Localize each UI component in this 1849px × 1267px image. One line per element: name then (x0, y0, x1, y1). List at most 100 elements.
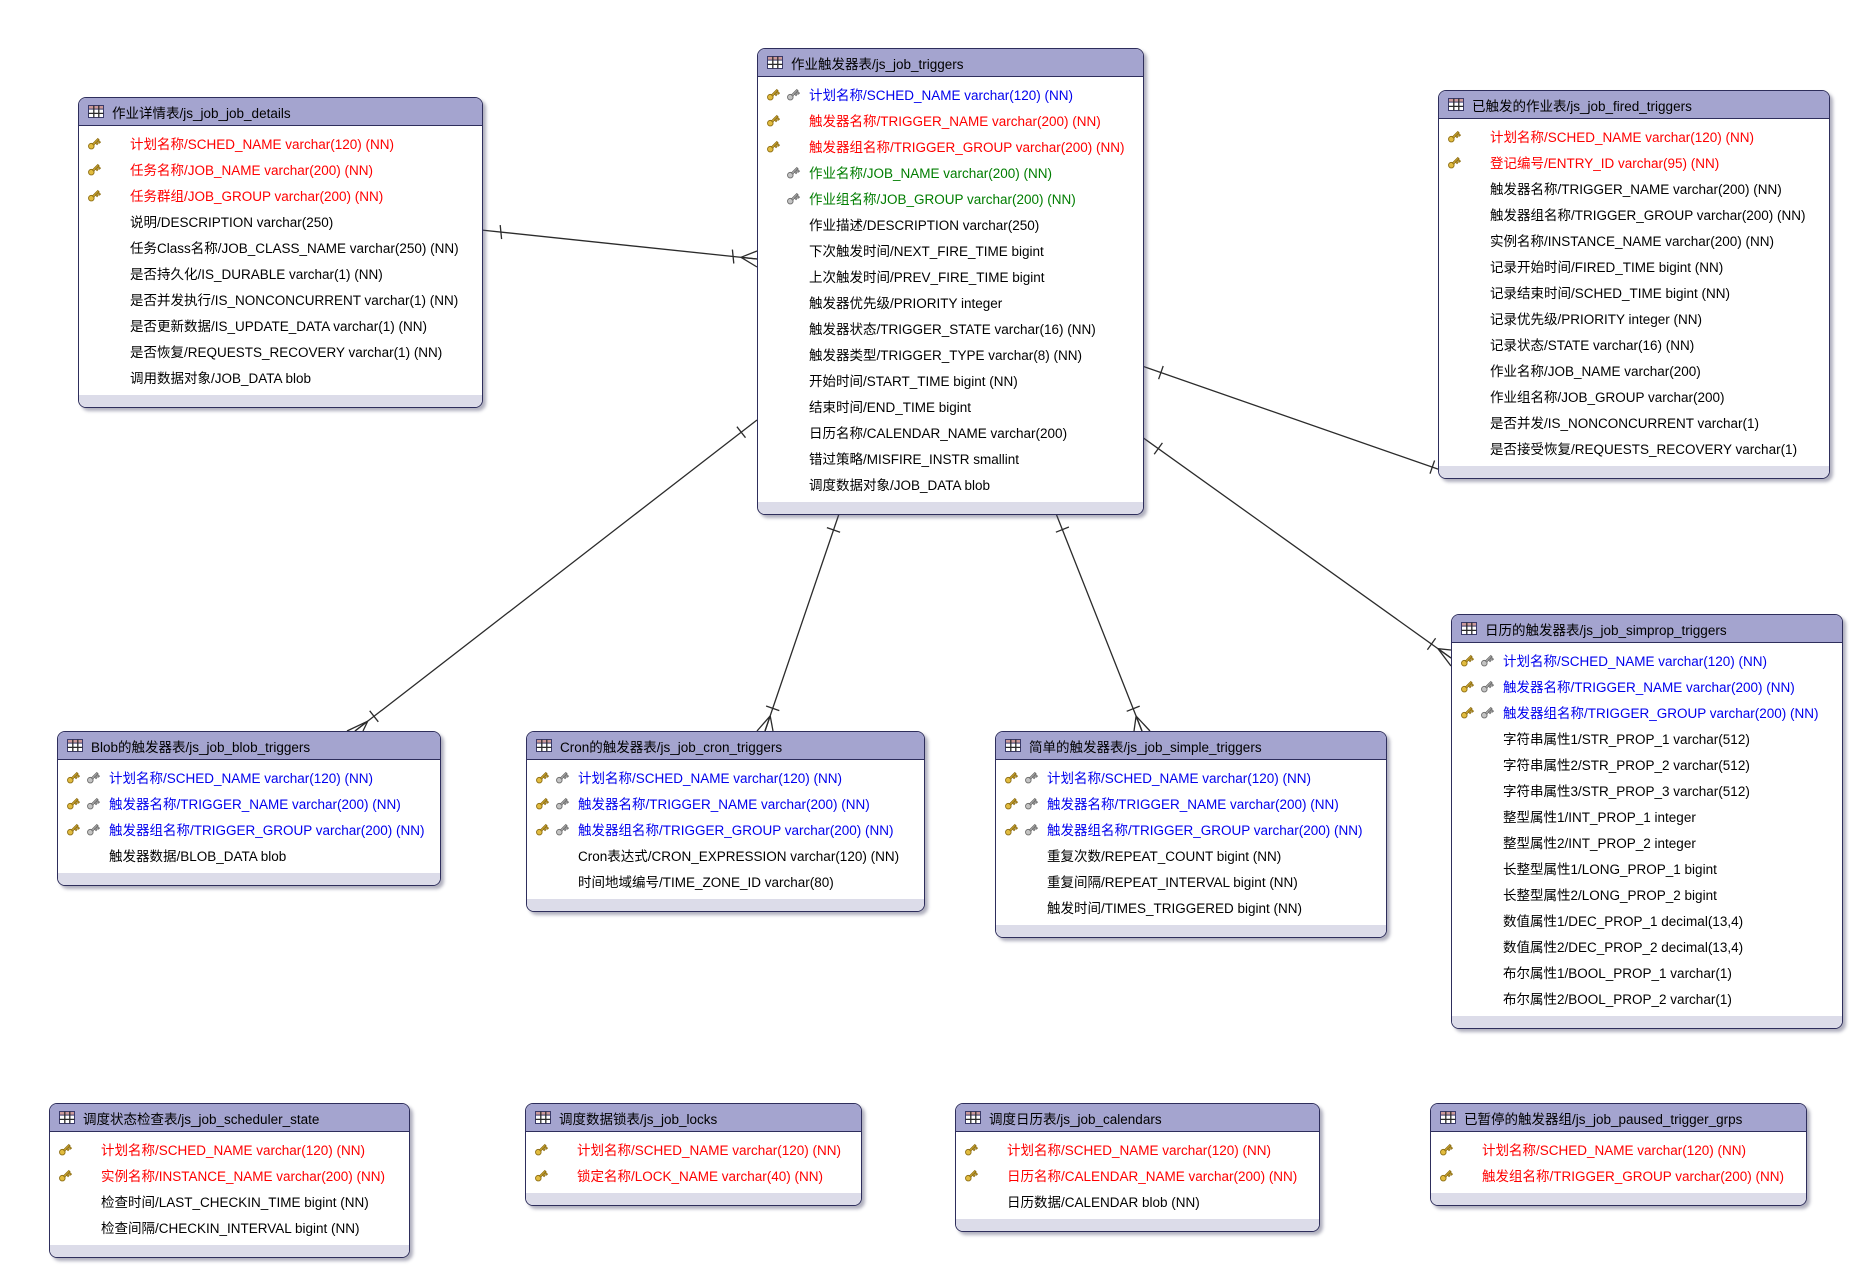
table-field-row[interactable]: 触发器组名称/TRIGGER_GROUP varchar(200) (NN) (758, 133, 1143, 159)
table-field-row[interactable]: 触发器名称/TRIGGER_NAME varchar(200) (NN) (1452, 673, 1842, 699)
table-field-row[interactable]: 日历数据/CALENDAR blob (NN) (956, 1188, 1319, 1214)
table-field-row[interactable]: 任务名称/JOB_NAME varchar(200) (NN) (79, 156, 482, 182)
table-js-job-scheduler-state[interactable]: 调度状态检查表/js_job_scheduler_state 计划名称/SCHE… (49, 1103, 410, 1258)
table-field-row[interactable]: 是否恢复/REQUESTS_RECOVERY varchar(1) (NN) (79, 338, 482, 364)
table-field-row[interactable]: 布尔属性1/BOOL_PROP_1 varchar(1) (1452, 959, 1842, 985)
table-header[interactable]: 调度状态检查表/js_job_scheduler_state (50, 1104, 409, 1132)
table-field-row[interactable]: 长整型属性2/LONG_PROP_2 bigint (1452, 881, 1842, 907)
table-header[interactable]: 作业触发器表/js_job_triggers (758, 49, 1143, 77)
table-header[interactable]: 作业详情表/js_job_job_details (79, 98, 482, 126)
table-field-row[interactable]: 计划名称/SCHED_NAME varchar(120) (NN) (758, 81, 1143, 107)
table-header[interactable]: Cron的触发器表/js_job_cron_triggers (527, 732, 924, 760)
table-field-row[interactable]: 触发器名称/TRIGGER_NAME varchar(200) (NN) (527, 790, 924, 816)
table-field-row[interactable]: 实例名称/INSTANCE_NAME varchar(200) (NN) (50, 1162, 409, 1188)
table-field-row[interactable]: 触发器类型/TRIGGER_TYPE varchar(8) (NN) (758, 341, 1143, 367)
table-field-row[interactable]: 记录状态/STATE varchar(16) (NN) (1439, 331, 1829, 357)
table-field-row[interactable]: 计划名称/SCHED_NAME varchar(120) (NN) (50, 1136, 409, 1162)
table-field-row[interactable]: 触发器组名称/TRIGGER_GROUP varchar(200) (NN) (1452, 699, 1842, 725)
table-field-row[interactable]: 触发组名称/TRIGGER_GROUP varchar(200) (NN) (1431, 1162, 1806, 1188)
table-field-row[interactable]: 重复次数/REPEAT_COUNT bigint (NN) (996, 842, 1386, 868)
table-field-row[interactable]: 作业组名称/JOB_GROUP varchar(200) (1439, 383, 1829, 409)
table-field-row[interactable]: 整型属性2/INT_PROP_2 integer (1452, 829, 1842, 855)
table-field-row[interactable]: 调度数据对象/JOB_DATA blob (758, 471, 1143, 497)
table-field-row[interactable]: 触发器名称/TRIGGER_NAME varchar(200) (NN) (58, 790, 440, 816)
table-field-row[interactable]: 作业名称/JOB_NAME varchar(200) (1439, 357, 1829, 383)
table-field-row[interactable]: 结束时间/END_TIME bigint (758, 393, 1143, 419)
table-field-row[interactable]: 字符串属性2/STR_PROP_2 varchar(512) (1452, 751, 1842, 777)
table-js-job-paused-trigger-grps[interactable]: 已暂停的触发器组/js_job_paused_trigger_grps 计划名称… (1430, 1103, 1807, 1206)
table-header[interactable]: 已触发的作业表/js_job_fired_triggers (1439, 91, 1829, 119)
table-header[interactable]: 调度数据锁表/js_job_locks (526, 1104, 861, 1132)
table-field-row[interactable]: 触发器组名称/TRIGGER_GROUP varchar(200) (NN) (996, 816, 1386, 842)
table-field-row[interactable]: 检查时间/LAST_CHECKIN_TIME bigint (NN) (50, 1188, 409, 1214)
relationship-triggers-simprop-triggers[interactable] (1141, 436, 1452, 667)
table-header[interactable]: 简单的触发器表/js_job_simple_triggers (996, 732, 1386, 760)
table-header[interactable]: 调度日历表/js_job_calendars (956, 1104, 1319, 1132)
table-field-row[interactable]: 任务Class名称/JOB_CLASS_NAME varchar(250) (N… (79, 234, 482, 260)
table-field-row[interactable]: 作业组名称/JOB_GROUP varchar(200) (NN) (758, 185, 1143, 211)
table-field-row[interactable]: 计划名称/SCHED_NAME varchar(120) (NN) (1452, 647, 1842, 673)
table-field-row[interactable]: 作业描述/DESCRIPTION varchar(250) (758, 211, 1143, 237)
table-field-row[interactable]: 触发器优先级/PRIORITY integer (758, 289, 1143, 315)
table-field-row[interactable]: 是否接受恢复/REQUESTS_RECOVERY varchar(1) (1439, 435, 1829, 461)
relationship-triggers-fired-triggers[interactable] (1141, 365, 1464, 476)
table-field-row[interactable]: 是否持久化/IS_DURABLE varchar(1) (NN) (79, 260, 482, 286)
table-js-job-job-details[interactable]: 作业详情表/js_job_job_details 计划名称/SCHED_NAME… (78, 97, 483, 408)
table-field-row[interactable]: 记录结束时间/SCHED_TIME bigint (NN) (1439, 279, 1829, 305)
table-field-row[interactable]: 调用数据对象/JOB_DATA blob (79, 364, 482, 390)
table-js-job-simple-triggers[interactable]: 简单的触发器表/js_job_simple_triggers 计划名称/SCHE… (995, 731, 1387, 938)
table-field-row[interactable]: 布尔属性2/BOOL_PROP_2 varchar(1) (1452, 985, 1842, 1011)
table-field-row[interactable]: 作业名称/JOB_NAME varchar(200) (NN) (758, 159, 1143, 185)
table-field-row[interactable]: 任务群组/JOB_GROUP varchar(200) (NN) (79, 182, 482, 208)
table-js-job-fired-triggers[interactable]: 已触发的作业表/js_job_fired_triggers 计划名称/SCHED… (1438, 90, 1830, 479)
relationship-job-details-triggers[interactable] (480, 225, 758, 268)
table-js-job-triggers[interactable]: 作业触发器表/js_job_triggers 计划名称/SCHED_NAME v… (757, 48, 1144, 515)
table-field-row[interactable]: 触发器组名称/TRIGGER_GROUP varchar(200) (NN) (1439, 201, 1829, 227)
table-field-row[interactable]: 登记编号/ENTRY_ID varchar(95) (NN) (1439, 149, 1829, 175)
table-field-row[interactable]: 下次触发时间/NEXT_FIRE_TIME bigint (758, 237, 1143, 263)
table-field-row[interactable]: 触发时间/TIMES_TRIGGERED bigint (NN) (996, 894, 1386, 920)
table-field-row[interactable]: 计划名称/SCHED_NAME varchar(120) (NN) (1439, 123, 1829, 149)
table-field-row[interactable]: 是否并发/IS_NONCONCURRENT varchar(1) (1439, 409, 1829, 435)
table-field-row[interactable]: 字符串属性3/STR_PROP_3 varchar(512) (1452, 777, 1842, 803)
table-field-row[interactable]: 数值属性2/DEC_PROP_2 decimal(13,4) (1452, 933, 1842, 959)
table-field-row[interactable]: 检查间隔/CHECKIN_INTERVAL bigint (NN) (50, 1214, 409, 1240)
table-field-row[interactable]: 计划名称/SCHED_NAME varchar(120) (NN) (1431, 1136, 1806, 1162)
table-field-row[interactable]: 实例名称/INSTANCE_NAME varchar(200) (NN) (1439, 227, 1829, 253)
table-field-row[interactable]: 记录开始时间/FIRED_TIME bigint (NN) (1439, 253, 1829, 279)
table-field-row[interactable]: 锁定名称/LOCK_NAME varchar(40) (NN) (526, 1162, 861, 1188)
table-field-row[interactable]: 日历名称/CALENDAR_NAME varchar(200) (758, 419, 1143, 445)
table-field-row[interactable]: 整型属性1/INT_PROP_1 integer (1452, 803, 1842, 829)
table-field-row[interactable]: 触发器组名称/TRIGGER_GROUP varchar(200) (NN) (527, 816, 924, 842)
table-field-row[interactable]: 说明/DESCRIPTION varchar(250) (79, 208, 482, 234)
table-field-row[interactable]: 是否更新数据/IS_UPDATE_DATA varchar(1) (NN) (79, 312, 482, 338)
table-field-row[interactable]: 触发器组名称/TRIGGER_GROUP varchar(200) (NN) (58, 816, 440, 842)
table-field-row[interactable]: 触发器名称/TRIGGER_NAME varchar(200) (NN) (1439, 175, 1829, 201)
table-js-job-cron-triggers[interactable]: Cron的触发器表/js_job_cron_triggers 计划名称/SCHE… (526, 731, 925, 912)
table-field-row[interactable]: 触发器状态/TRIGGER_STATE varchar(16) (NN) (758, 315, 1143, 341)
table-field-row[interactable]: 触发器名称/TRIGGER_NAME varchar(200) (NN) (758, 107, 1143, 133)
table-field-row[interactable]: Cron表达式/CRON_EXPRESSION varchar(120) (NN… (527, 842, 924, 868)
table-field-row[interactable]: 上次触发时间/PREV_FIRE_TIME bigint (758, 263, 1143, 289)
relationship-triggers-blob-triggers[interactable] (346, 419, 758, 732)
table-field-row[interactable]: 计划名称/SCHED_NAME varchar(120) (NN) (956, 1136, 1319, 1162)
table-js-job-simprop-triggers[interactable]: 日历的触发器表/js_job_simprop_triggers 计划名称/SCH… (1451, 614, 1843, 1029)
table-js-job-blob-triggers[interactable]: Blob的触发器表/js_job_blob_triggers 计划名称/SCHE… (57, 731, 441, 886)
table-field-row[interactable]: 计划名称/SCHED_NAME varchar(120) (NN) (996, 764, 1386, 790)
table-header[interactable]: 已暂停的触发器组/js_job_paused_trigger_grps (1431, 1104, 1806, 1132)
table-field-row[interactable]: 日历名称/CALENDAR_NAME varchar(200) (NN) (956, 1162, 1319, 1188)
table-js-job-locks[interactable]: 调度数据锁表/js_job_locks 计划名称/SCHED_NAME varc… (525, 1103, 862, 1206)
table-js-job-calendars[interactable]: 调度日历表/js_job_calendars 计划名称/SCHED_NAME v… (955, 1103, 1320, 1232)
table-field-row[interactable]: 数值属性1/DEC_PROP_1 decimal(13,4) (1452, 907, 1842, 933)
table-field-row[interactable]: 长整型属性1/LONG_PROP_1 bigint (1452, 855, 1842, 881)
table-field-row[interactable]: 计划名称/SCHED_NAME varchar(120) (NN) (58, 764, 440, 790)
table-header[interactable]: 日历的触发器表/js_job_simprop_triggers (1452, 615, 1842, 643)
table-field-row[interactable]: 重复间隔/REPEAT_INTERVAL bigint (NN) (996, 868, 1386, 894)
table-field-row[interactable]: 开始时间/START_TIME bigint (NN) (758, 367, 1143, 393)
table-field-row[interactable]: 错过策略/MISFIRE_INSTR smallint (758, 445, 1143, 471)
table-field-row[interactable]: 触发器数据/BLOB_DATA blob (58, 842, 440, 868)
table-field-row[interactable]: 记录优先级/PRIORITY integer (NN) (1439, 305, 1829, 331)
table-field-row[interactable]: 计划名称/SCHED_NAME varchar(120) (NN) (79, 130, 482, 156)
table-field-row[interactable]: 计划名称/SCHED_NAME varchar(120) (NN) (527, 764, 924, 790)
relationship-triggers-cron-triggers[interactable] (756, 510, 841, 732)
